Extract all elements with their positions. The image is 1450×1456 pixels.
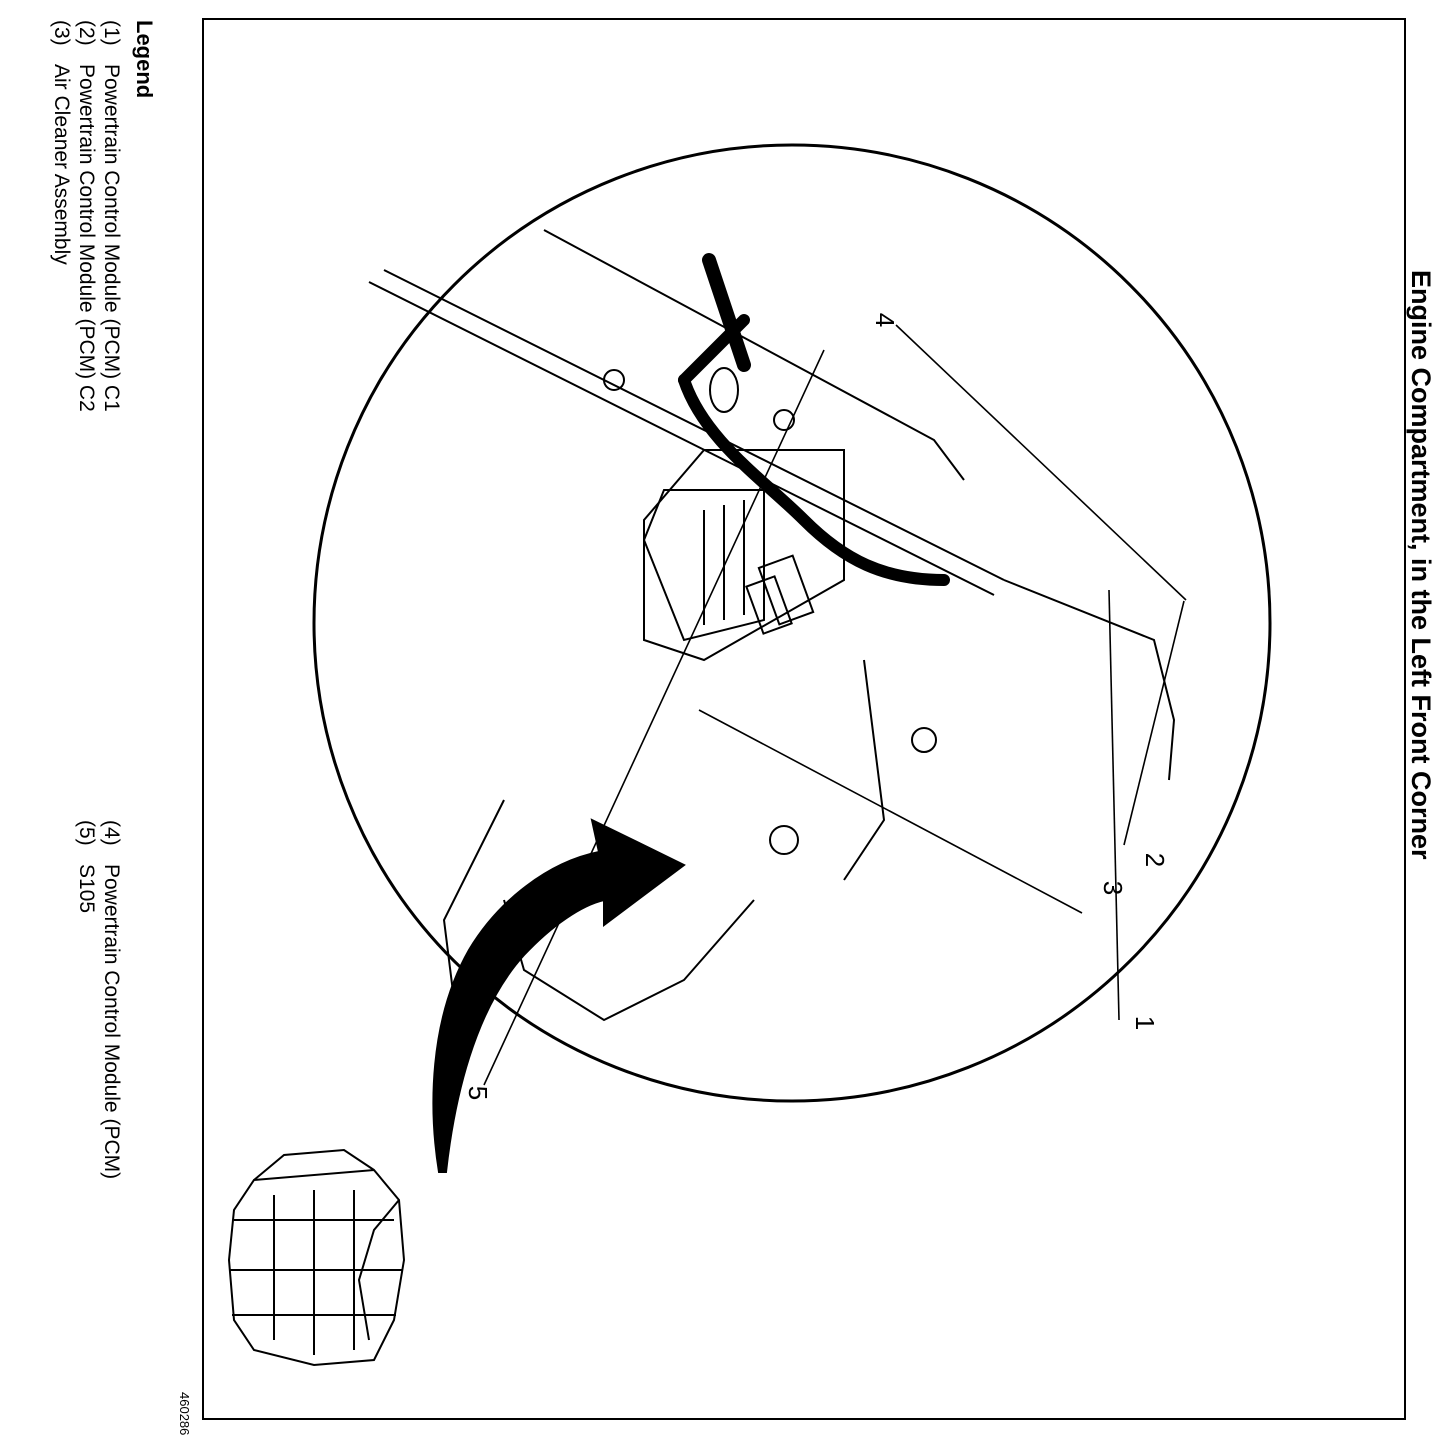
legend-column-left: (1) Powertrain Control Module (PCM) C1 (… [49, 20, 124, 412]
callout-3: 3 [1098, 881, 1128, 895]
legend-item: (4) Powertrain Control Module (PCM) [99, 820, 124, 1179]
vehicle-thumbnail [227, 1148, 406, 1367]
legend-number: (5) [75, 820, 98, 846]
legend-item: (5) S105 [74, 820, 99, 1179]
callout-5: 5 [463, 1086, 493, 1100]
legend-label: Powertrain Control Module (PCM) C1 [100, 64, 123, 412]
legend-label: Powertrain Control Module (PCM) [100, 864, 123, 1180]
legend-number: (2) [75, 20, 98, 46]
legend-number: (1) [100, 20, 123, 46]
legend-column-right: (4) Powertrain Control Module (PCM) (5) … [74, 820, 124, 1179]
page-title: Engine Compartment, in the Left Front Co… [1406, 270, 1436, 860]
detail-circle [312, 143, 1272, 1103]
legend-label: Air Cleaner Assembly [50, 64, 73, 265]
callout-leaders [483, 324, 1187, 1086]
pointer-arrow [432, 818, 686, 1173]
callout-1: 1 [1130, 1016, 1160, 1030]
illustration-svg: 1 2 3 4 5 [227, 143, 1272, 1367]
component-linework [368, 229, 1176, 1022]
legend-number: (3) [50, 20, 73, 46]
legend-item: (2) Powertrain Control Module (PCM) C2 [74, 20, 99, 412]
legend-item: (1) Powertrain Control Module (PCM) C1 [99, 20, 124, 412]
figure-id: 460286 [177, 1392, 192, 1436]
callout-4: 4 [870, 313, 900, 327]
callout-labels: 1 2 3 4 5 [463, 313, 1170, 1100]
legend-heading: Legend [132, 20, 157, 99]
illustration-frame: 1 2 3 4 5 460286 [177, 18, 1406, 1435]
legend-label: S105 [75, 864, 98, 914]
legend-item: (3) Air Cleaner Assembly [49, 20, 74, 412]
legend-label: Powertrain Control Module (PCM) C2 [75, 64, 98, 412]
callout-2: 2 [1140, 853, 1170, 867]
legend-number: (4) [100, 820, 123, 846]
